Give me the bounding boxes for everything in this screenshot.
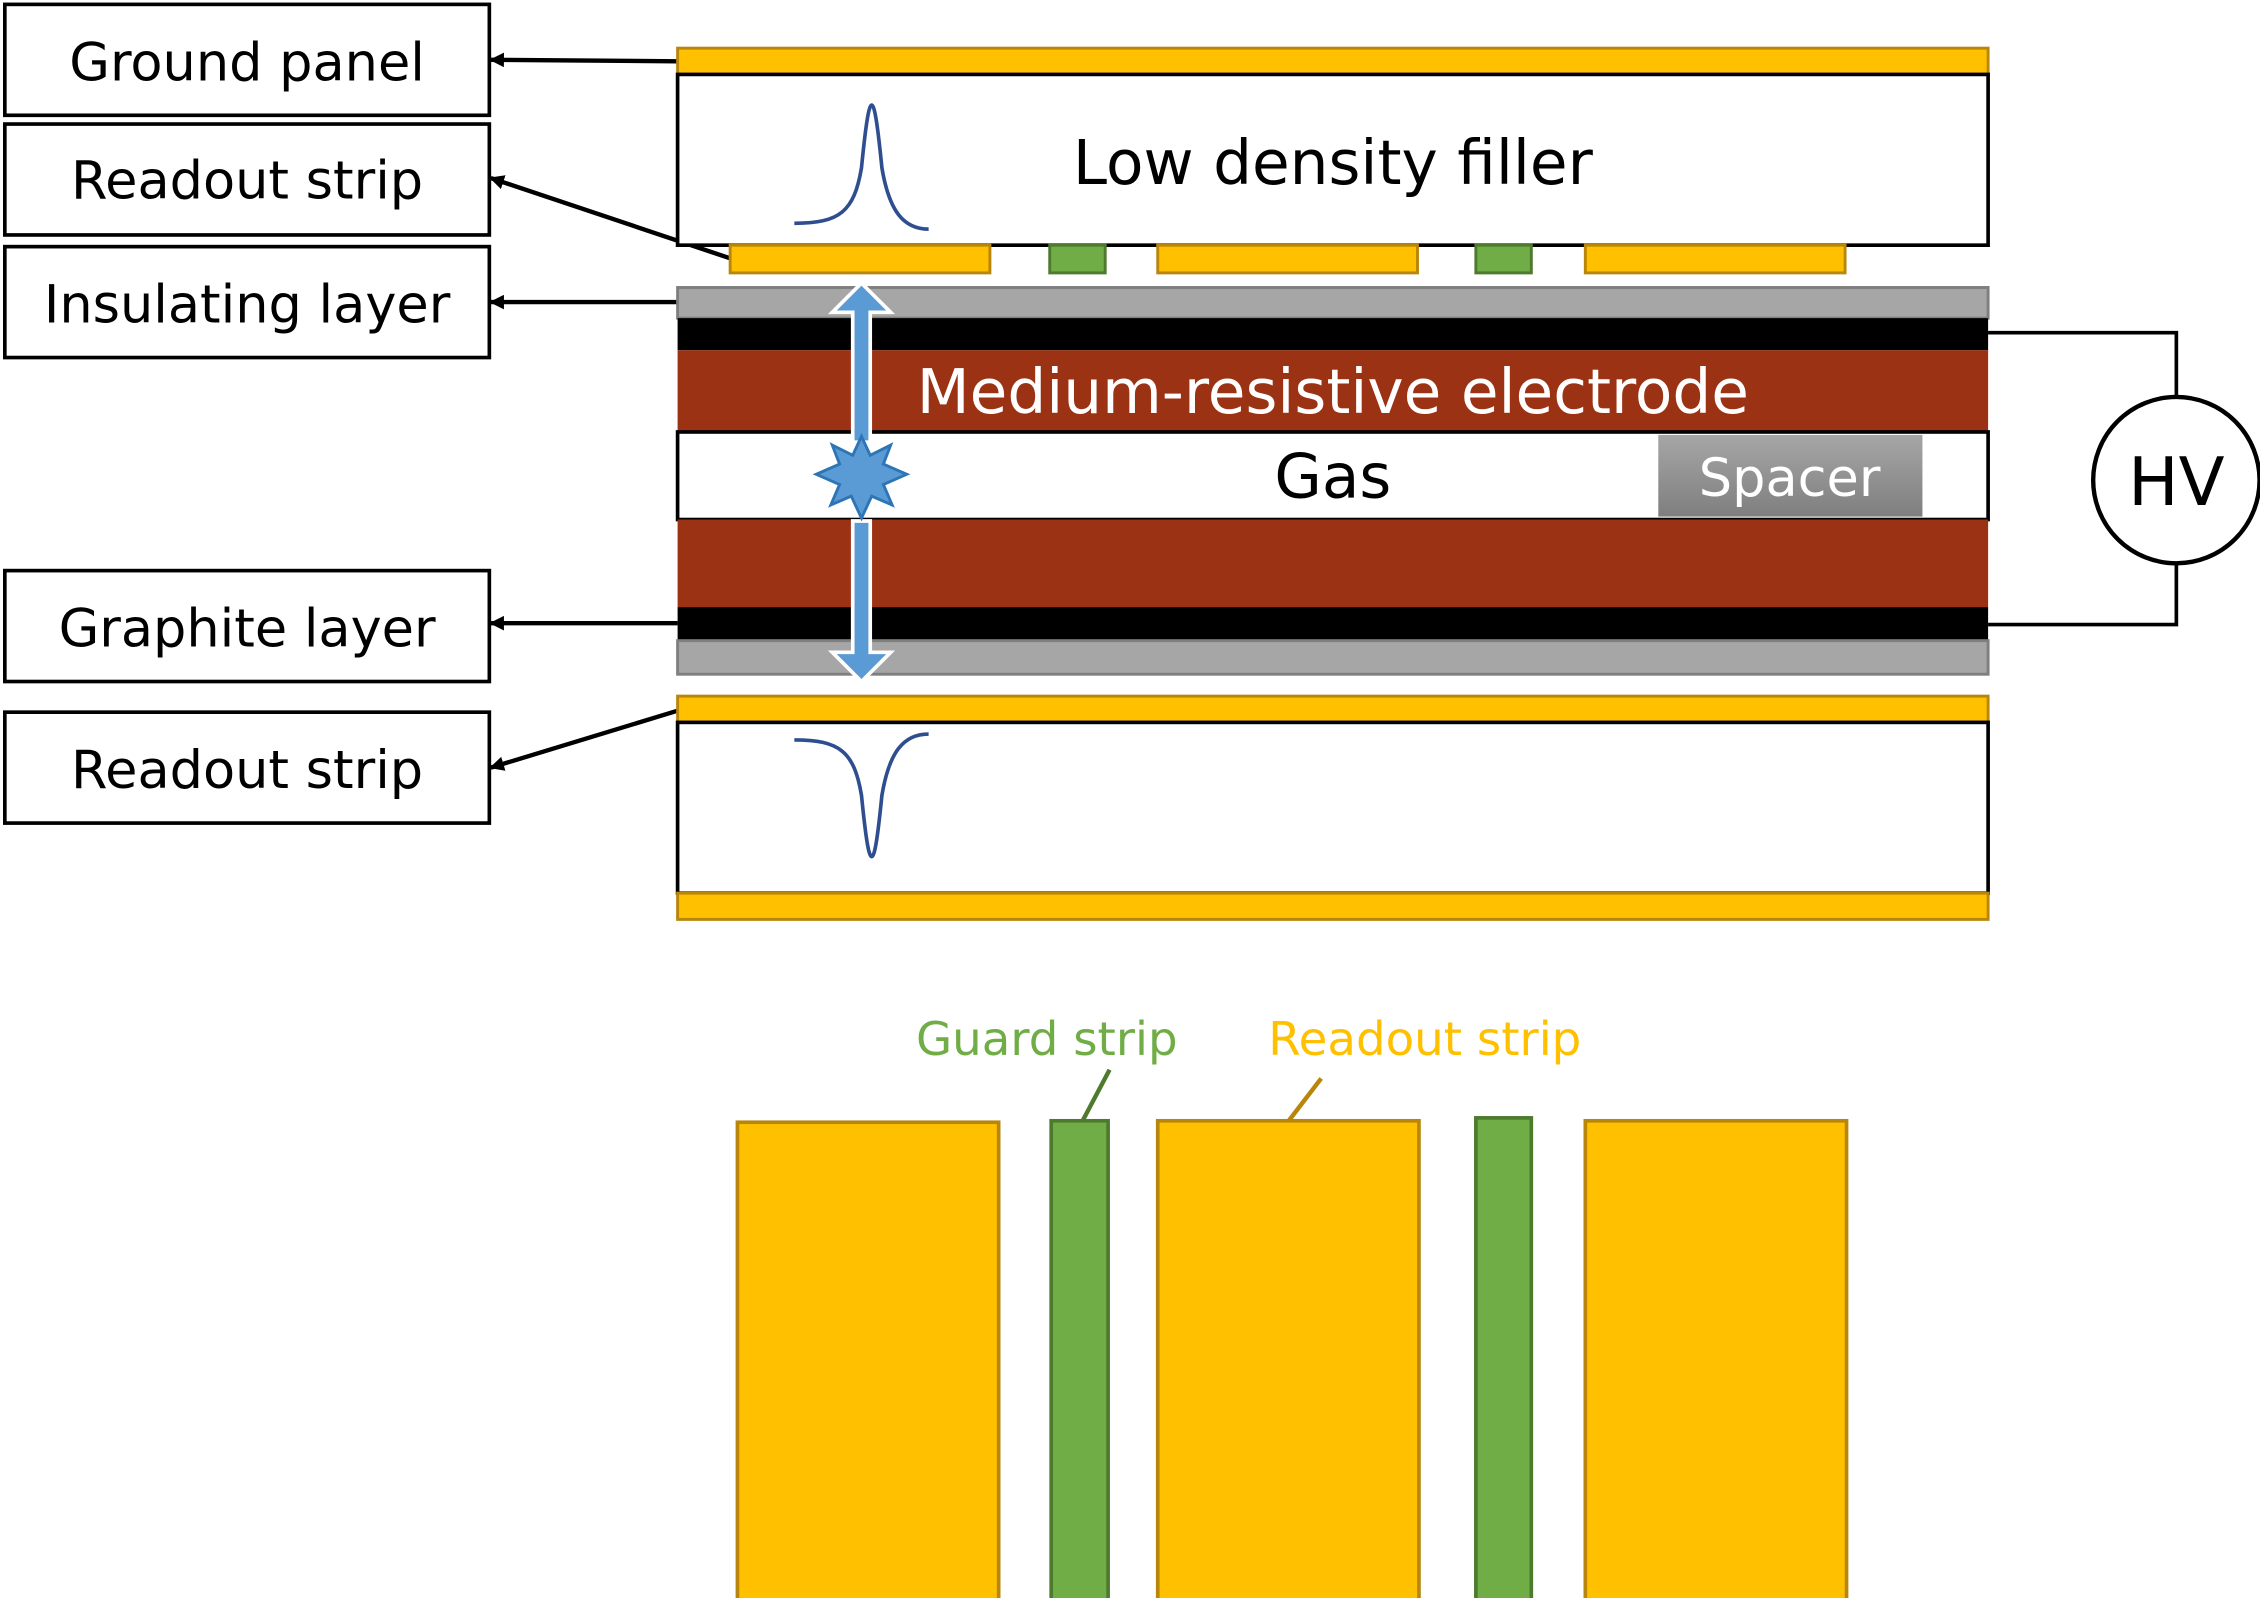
label-ground-panel: Ground panel <box>3 2 492 118</box>
electrode-bottom <box>677 519 1989 608</box>
ground-panel-bottom <box>676 891 1990 921</box>
label-readout-strip-bottom: Readout strip <box>3 710 492 825</box>
readout-strip <box>728 243 992 275</box>
svg-text:HV: HV <box>2128 443 2224 521</box>
low-density-filler-bottom <box>675 720 1990 895</box>
svg-text:Graphite layer: Graphite layer <box>59 598 436 659</box>
insulating-layer-top <box>676 286 1990 320</box>
graphite-layer-bottom <box>677 607 1989 641</box>
spacer: Spacer <box>1658 434 1923 517</box>
avalanche-burst-icon <box>812 432 911 522</box>
svg-text:Insulating layer: Insulating layer <box>44 275 451 336</box>
positive-pulse-icon <box>794 103 929 231</box>
svg-text:Gas: Gas <box>1274 442 1391 513</box>
readout-strip-label: Readout strip <box>1268 1013 1581 1067</box>
label-readout-strip-top: Readout strip <box>3 122 492 237</box>
svg-text:Readout strip: Readout strip <box>71 740 423 801</box>
negative-pulse-icon <box>794 732 929 859</box>
svg-text:Medium-resistive electrode: Medium-resistive electrode <box>917 357 1749 428</box>
readout-strip <box>1156 243 1419 275</box>
guard-strip-pad <box>1474 1116 1534 1598</box>
svg-text:Low density filler: Low density filler <box>1073 128 1594 199</box>
svg-text:Readout strip: Readout strip <box>71 150 423 211</box>
svg-text:Ground panel: Ground panel <box>69 32 425 93</box>
readout-plane-bottom <box>676 694 1990 724</box>
hv-circuit: HV <box>1988 330 2260 627</box>
readout-strip-pad <box>735 1120 1001 1598</box>
svg-text:Spacer: Spacer <box>1699 448 1881 509</box>
top-strip-row <box>728 243 1847 275</box>
guard-strip-pad <box>1049 1118 1110 1598</box>
readout-strip-pad <box>1155 1118 1421 1598</box>
electrode-top: Medium-resistive electrode <box>677 350 1989 432</box>
low-density-filler-top: Low density filler <box>675 72 1990 247</box>
guard-strip-label: Guard strip <box>916 1013 1178 1067</box>
insulating-layer-bottom <box>676 639 1990 676</box>
readout-strip <box>1583 243 1847 275</box>
strip-layout: Guard strip Readout strip <box>735 1013 1849 1598</box>
guard-strip <box>1048 243 1107 275</box>
guard-strip <box>1474 243 1533 275</box>
label-insulating-layer: Insulating layer <box>3 244 492 360</box>
label-graphite-layer: Graphite layer <box>3 568 492 684</box>
readout-strip-pad <box>1583 1118 1849 1598</box>
ground-panel-top <box>676 46 1990 76</box>
graphite-layer-top <box>677 318 1989 351</box>
